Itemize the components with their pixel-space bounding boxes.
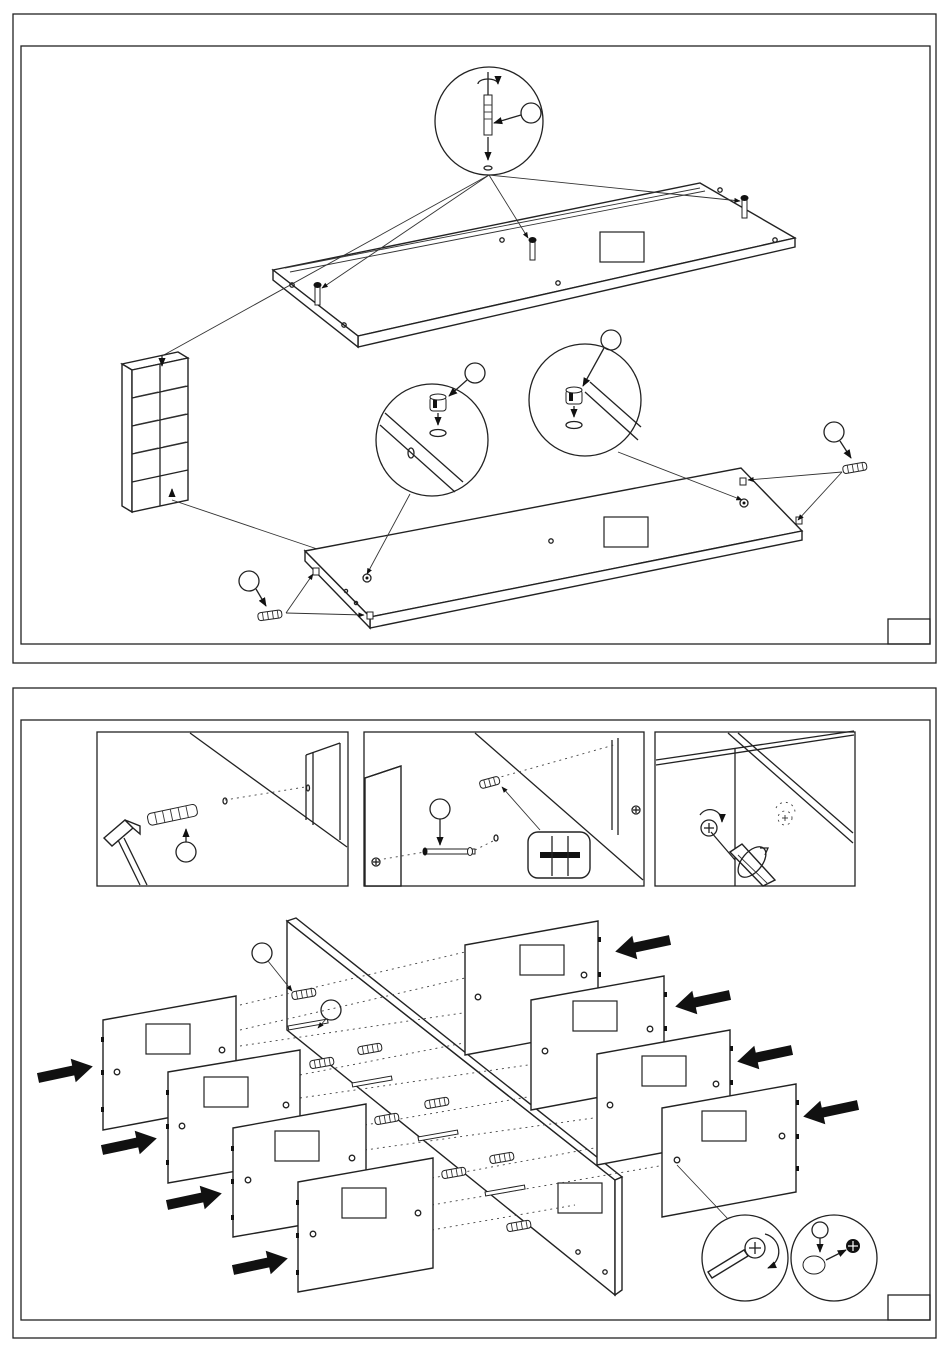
part-callout bbox=[601, 330, 621, 350]
shelf-panel bbox=[296, 1158, 433, 1292]
part-callout bbox=[521, 103, 541, 123]
wooden-dowel-icon bbox=[479, 776, 500, 789]
panel-label-sticker bbox=[600, 232, 644, 262]
cam-lock-icon bbox=[566, 387, 582, 404]
wooden-dowel-icon bbox=[842, 462, 867, 474]
panel-label-sticker bbox=[604, 517, 648, 547]
part-callout bbox=[465, 363, 485, 383]
hammer-dowel-detail bbox=[97, 732, 348, 886]
cam-bolt-icon bbox=[423, 848, 476, 856]
leader-line-bottom-panel bbox=[172, 500, 335, 555]
step-number-box bbox=[888, 619, 930, 644]
cabinet-overview bbox=[122, 352, 188, 512]
part-callout bbox=[252, 943, 272, 963]
screwdriver-tighten-detail bbox=[655, 731, 855, 886]
top-panel bbox=[273, 183, 795, 347]
bottom-panel bbox=[305, 468, 802, 628]
wooden-dowel-icon bbox=[147, 804, 198, 826]
part-callout bbox=[176, 842, 196, 862]
cover-cap-magnifier bbox=[791, 1215, 877, 1301]
cam-lock-icon bbox=[430, 394, 446, 411]
step-number-box bbox=[888, 1295, 930, 1320]
panel-label-sticker bbox=[558, 1183, 602, 1213]
hammer-icon bbox=[104, 820, 147, 885]
wooden-dowel-icon bbox=[257, 610, 282, 621]
cam-bolt-magnifier bbox=[435, 67, 543, 175]
part-callout bbox=[430, 799, 450, 819]
cam-bolt-insert-detail bbox=[364, 732, 644, 886]
cover-cap-icon bbox=[803, 1256, 825, 1274]
shelf-panel bbox=[662, 1084, 799, 1217]
